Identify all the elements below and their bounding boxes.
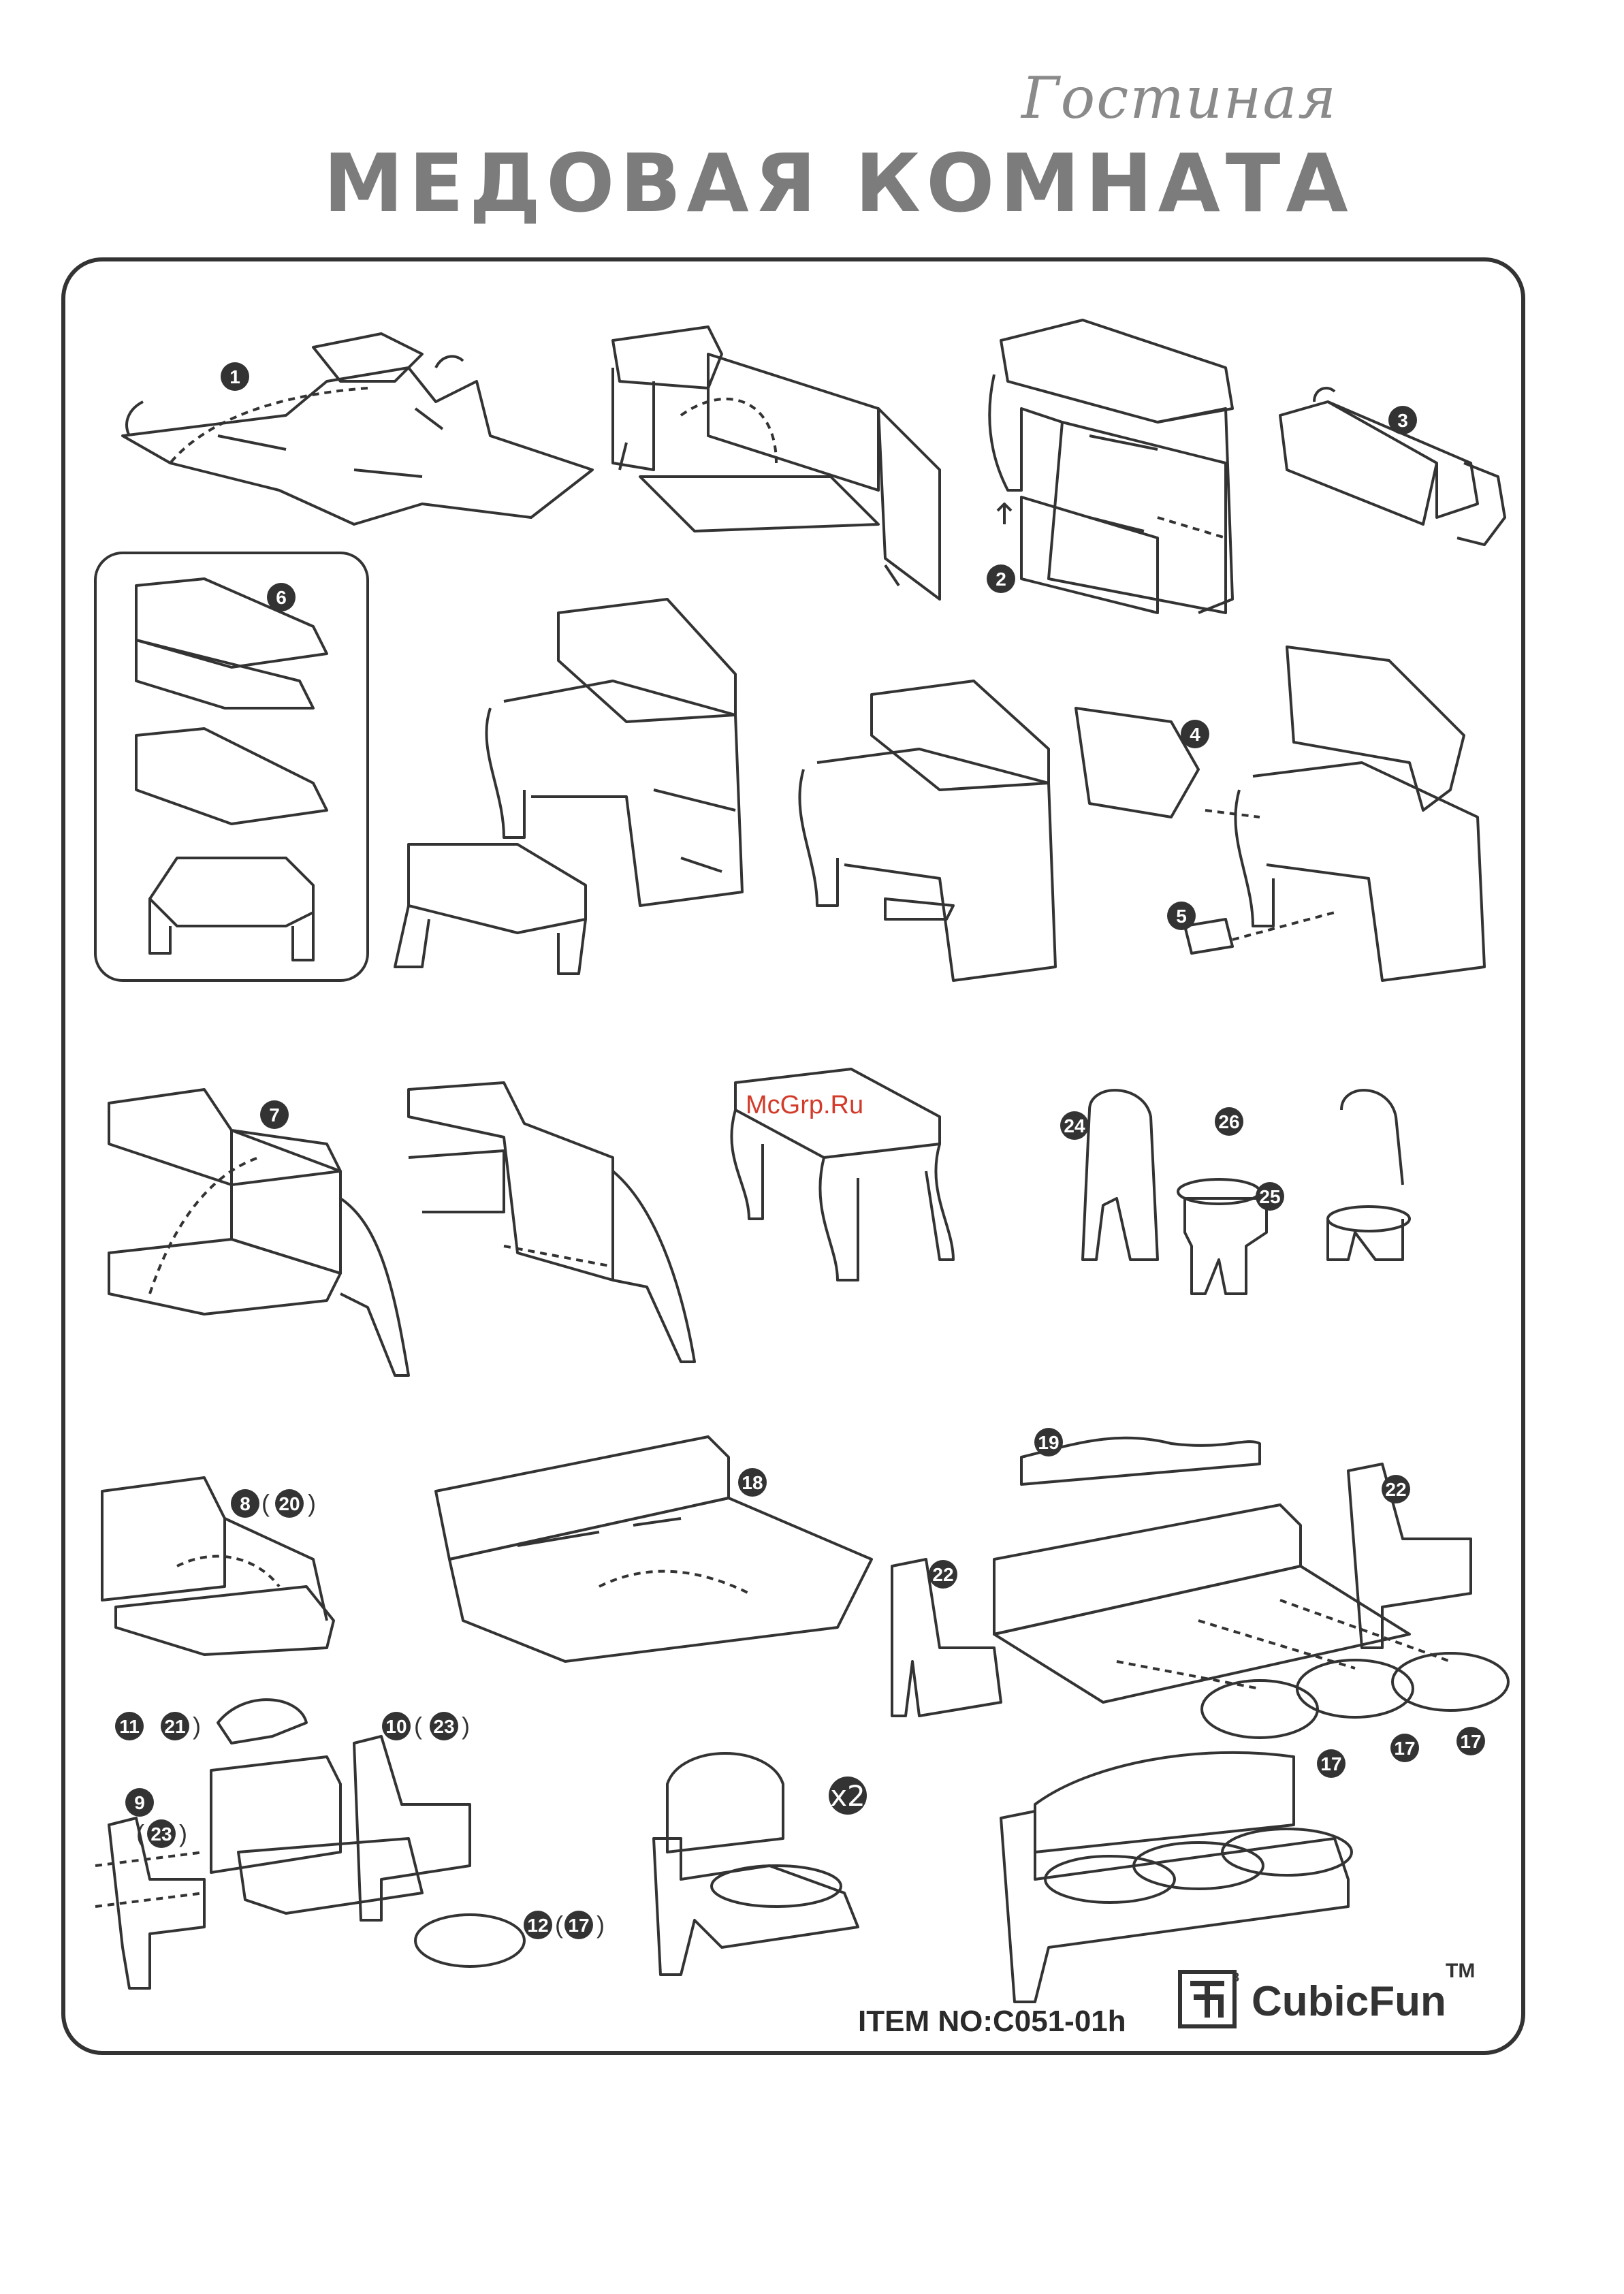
badge-step-5: 5 bbox=[1176, 906, 1187, 927]
badge-step-17-b: 17 bbox=[1394, 1738, 1415, 1759]
trademark: TM bbox=[1446, 1960, 1475, 1983]
diagram-step7b bbox=[409, 1083, 695, 1362]
badge-step-22-left: 22 bbox=[932, 1564, 953, 1585]
svg-text:(: ( bbox=[136, 1819, 144, 1847]
diagram-sofa bbox=[1001, 1753, 1352, 2002]
brand-name: CubicFun bbox=[1252, 1977, 1446, 2026]
cubicfun-logo-icon: 3 bbox=[1177, 1966, 1245, 2035]
svg-text:): ) bbox=[179, 1819, 187, 1847]
step-badges: 1 2 3 4 5 6 7 8 ( 20 ) 18 19 22 22 17 17… bbox=[115, 362, 1485, 1939]
svg-text:): ) bbox=[308, 1489, 316, 1517]
badge-step-3: 3 bbox=[1397, 410, 1408, 431]
badge-step-11: 11 bbox=[119, 1716, 140, 1737]
badge-step-10-alt: 23 bbox=[433, 1716, 454, 1737]
badge-step-9: 9 bbox=[134, 1792, 145, 1813]
svg-text:(: ( bbox=[261, 1489, 270, 1517]
badge-step-8-alt: 20 bbox=[278, 1493, 300, 1514]
badge-step-7: 7 bbox=[269, 1104, 280, 1126]
badge-step-25: 25 bbox=[1259, 1186, 1280, 1207]
svg-text:(: ( bbox=[414, 1712, 422, 1740]
badge-x2: x2 bbox=[830, 1779, 865, 1813]
diagram-step6-group bbox=[95, 553, 368, 981]
badge-step-26: 26 bbox=[1218, 1111, 1239, 1132]
badge-step-17-a: 17 bbox=[1320, 1753, 1341, 1774]
diagram-chair-table bbox=[1083, 1090, 1410, 1294]
badge-step-18: 18 bbox=[742, 1472, 763, 1493]
diagram-step1-flat-panel bbox=[123, 334, 592, 524]
svg-text:): ) bbox=[193, 1712, 201, 1740]
badge-step-22-right: 22 bbox=[1385, 1479, 1406, 1500]
cubicfun-logo: 3 CubicFun TM bbox=[1177, 1966, 1476, 2041]
diagram-step2-piano-body bbox=[989, 320, 1232, 613]
diagram-piano-right bbox=[1076, 647, 1484, 981]
watermark: McGrp.Ru bbox=[746, 1091, 863, 1120]
diagram-piano-with-bench bbox=[395, 599, 742, 974]
badge-step-1: 1 bbox=[229, 366, 240, 387]
badge-step-19: 19 bbox=[1038, 1432, 1059, 1453]
diagram-sofa-exploded bbox=[892, 1438, 1508, 1738]
badge-step-12-alt: 17 bbox=[568, 1915, 589, 1936]
badge-step-17-c: 17 bbox=[1460, 1731, 1481, 1752]
badge-step-9-alt: 23 bbox=[150, 1823, 172, 1845]
diagram-step1-box bbox=[613, 327, 940, 599]
svg-text:): ) bbox=[596, 1911, 605, 1939]
badge-step-4: 4 bbox=[1190, 724, 1200, 745]
badge-step-8: 8 bbox=[240, 1493, 251, 1514]
badge-step-6: 6 bbox=[276, 587, 287, 608]
svg-text:(: ( bbox=[555, 1911, 563, 1939]
svg-text:3: 3 bbox=[1232, 1971, 1239, 1984]
badge-step-2: 2 bbox=[996, 569, 1006, 590]
badge-step-11-alt: 21 bbox=[164, 1716, 185, 1737]
diagram-piano-middle bbox=[799, 681, 1055, 981]
diagram-step18-sofa-back bbox=[436, 1437, 872, 1661]
badge-step-10: 10 bbox=[385, 1716, 407, 1737]
badge-step-12: 12 bbox=[527, 1915, 548, 1936]
item-number: ITEM NO:C051-01h bbox=[858, 2005, 1126, 2039]
diagram-step7 bbox=[109, 1089, 409, 1375]
badge-step-24: 24 bbox=[1064, 1115, 1085, 1136]
svg-text:): ) bbox=[462, 1712, 470, 1740]
diagram-armchair bbox=[654, 1753, 858, 1975]
